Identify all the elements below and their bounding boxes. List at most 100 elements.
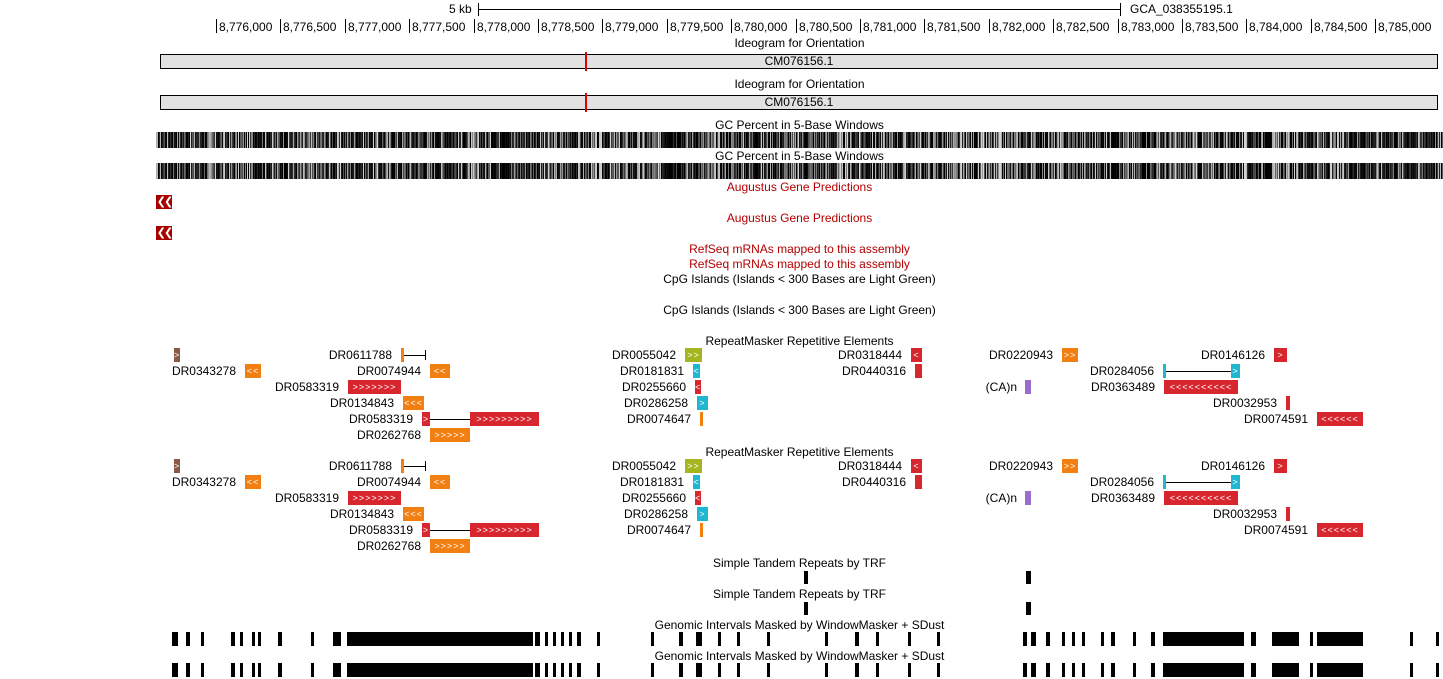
masked-interval[interactable] <box>908 632 911 646</box>
masked-interval[interactable] <box>1133 663 1136 677</box>
repeat-element[interactable] <box>401 348 404 362</box>
masked-interval[interactable] <box>252 632 255 646</box>
masked-interval[interactable] <box>258 632 261 646</box>
repeat-element-label[interactable]: DR0255660 <box>621 380 686 394</box>
repeat-element[interactable]: >>>>>>> <box>348 491 401 505</box>
repeat-element[interactable]: >>>>> <box>430 539 470 553</box>
masked-interval[interactable] <box>577 663 581 677</box>
masked-interval[interactable] <box>347 632 533 646</box>
masked-interval[interactable] <box>333 632 341 646</box>
repeat-element-label[interactable]: DR0055042 <box>611 348 676 362</box>
repeat-element-label[interactable]: DR0074647 <box>626 523 691 537</box>
repeat-element[interactable]: >>>>> <box>430 428 470 442</box>
repeat-element-label[interactable]: DR0074647 <box>626 412 691 426</box>
repeat-element-label[interactable]: DR0611788 <box>328 459 392 473</box>
repeat-element-label[interactable]: DR0363489 <box>1090 491 1155 505</box>
repeat-element[interactable]: > <box>422 523 430 537</box>
masked-interval[interactable] <box>737 663 740 677</box>
repeat-element-label[interactable]: DR0318444 <box>837 348 902 362</box>
repeat-element-label[interactable]: DR0074944 <box>356 364 421 378</box>
repeat-element[interactable]: <<<<<<<<<< <box>1164 491 1238 505</box>
masked-interval[interactable] <box>1272 663 1299 677</box>
masked-interval[interactable] <box>278 663 282 677</box>
masked-interval[interactable] <box>737 632 740 646</box>
masked-interval[interactable] <box>1082 663 1085 677</box>
repeat-element[interactable] <box>1286 396 1290 410</box>
repeat-element[interactable]: << <box>245 364 261 378</box>
repeat-element[interactable]: << <box>245 475 261 489</box>
trf-feature[interactable] <box>804 602 808 615</box>
masked-interval[interactable] <box>1410 632 1413 646</box>
repeat-element[interactable] <box>1286 507 1290 521</box>
repeat-element[interactable]: << <box>430 364 450 378</box>
repeat-element[interactable]: >> <box>1062 459 1078 473</box>
repeat-element[interactable]: < <box>911 459 922 473</box>
gc-percent-track[interactable] <box>156 132 1443 148</box>
masked-interval[interactable] <box>679 663 683 677</box>
repeat-element-label[interactable]: DR0286258 <box>623 396 688 410</box>
masked-interval[interactable] <box>1111 632 1115 646</box>
masked-interval[interactable] <box>569 663 572 677</box>
repeat-element-label[interactable]: DR0146126 <box>1200 459 1265 473</box>
masked-interval[interactable] <box>201 632 204 646</box>
repeat-element[interactable] <box>700 412 703 426</box>
repeat-element[interactable]: <<<<<< <box>1317 523 1363 537</box>
repeat-element[interactable]: > <box>1274 459 1287 473</box>
repeat-element-label[interactable]: DR0611788 <box>328 348 392 362</box>
masked-interval[interactable] <box>535 663 540 677</box>
masked-interval[interactable] <box>1317 632 1363 646</box>
double-left-arrow-icon[interactable]: ❮❮ <box>156 226 173 240</box>
repeat-element-label[interactable]: DR0220943 <box>988 459 1053 473</box>
repeat-element[interactable] <box>1163 364 1166 378</box>
ideogram[interactable]: CM076156.1 <box>160 93 1438 112</box>
masked-interval[interactable] <box>1251 663 1256 677</box>
masked-interval[interactable] <box>561 663 564 677</box>
repeat-element-label[interactable]: DR0134843 <box>329 396 394 410</box>
masked-interval[interactable] <box>767 632 770 646</box>
masked-interval[interactable] <box>1101 632 1104 646</box>
masked-interval[interactable] <box>1133 632 1136 646</box>
repeat-element-label[interactable]: (CA)n <box>985 491 1017 505</box>
masked-interval[interactable] <box>1111 663 1115 677</box>
repeat-element-label[interactable]: DR0262768 <box>356 539 421 553</box>
repeat-element-label[interactable]: DR0074591 <box>1243 523 1308 537</box>
masked-interval[interactable] <box>855 632 859 646</box>
repeat-element[interactable]: < <box>693 364 700 378</box>
repeat-element[interactable]: < <box>695 491 701 505</box>
masked-interval[interactable] <box>651 632 654 646</box>
gc-percent-track[interactable] <box>156 163 1443 179</box>
repeat-element-label[interactable]: DR0440316 <box>841 364 906 378</box>
masked-interval[interactable] <box>908 663 911 677</box>
masked-interval[interactable] <box>1317 663 1363 677</box>
repeat-element-label[interactable]: DR0583319 <box>348 412 413 426</box>
repeat-element[interactable]: < <box>693 475 700 489</box>
trf-feature[interactable] <box>804 571 808 584</box>
masked-interval[interactable] <box>1082 632 1085 646</box>
masked-interval[interactable] <box>1151 663 1155 677</box>
repeat-element[interactable]: >>>>>>> <box>348 380 401 394</box>
masked-interval[interactable] <box>1251 632 1256 646</box>
repeat-element[interactable]: < <box>911 348 922 362</box>
repeat-element-label[interactable]: DR0074591 <box>1243 412 1308 426</box>
repeat-element-label[interactable]: DR0134843 <box>329 507 394 521</box>
masked-interval[interactable] <box>876 663 879 677</box>
repeat-element[interactable]: > <box>697 396 708 410</box>
masked-interval[interactable] <box>937 663 940 677</box>
repeat-element[interactable]: <<< <box>403 507 424 521</box>
masked-interval[interactable] <box>186 663 190 677</box>
masked-interval[interactable] <box>333 663 341 677</box>
masked-interval[interactable] <box>1151 632 1155 646</box>
masked-interval[interactable] <box>651 663 654 677</box>
double-left-arrow-icon[interactable]: ❮❮ <box>156 195 173 209</box>
repeat-element[interactable]: > <box>174 348 180 362</box>
masked-interval[interactable] <box>561 632 564 646</box>
repeat-element[interactable]: > <box>1274 348 1287 362</box>
repeat-element-label[interactable]: DR0032953 <box>1212 396 1277 410</box>
repeat-element-label[interactable]: DR0220943 <box>988 348 1053 362</box>
repeat-element[interactable]: >> <box>685 348 702 362</box>
repeat-element[interactable]: > <box>1231 364 1240 378</box>
masked-interval[interactable] <box>767 663 770 677</box>
masked-interval[interactable] <box>597 632 600 646</box>
repeat-element[interactable]: >>>>>>>>> <box>470 412 539 426</box>
masked-interval[interactable] <box>597 663 600 677</box>
